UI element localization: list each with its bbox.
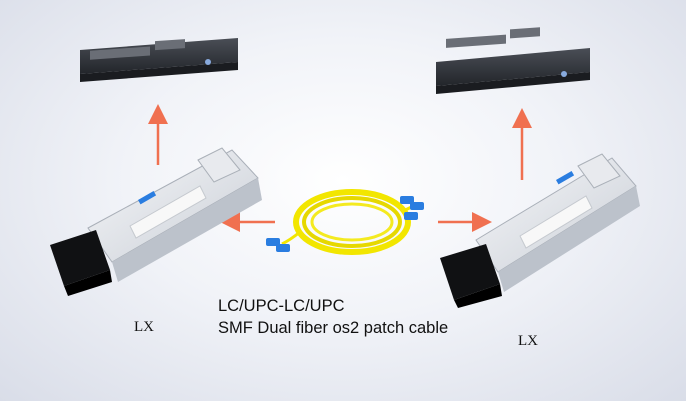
right-sfp-module [440, 153, 640, 308]
left-sfp-module [50, 147, 262, 296]
right-module-label: LX [518, 333, 538, 349]
left-lc-connector [266, 238, 290, 252]
right-lc-connector [400, 196, 424, 220]
patch-cable [281, 189, 421, 255]
left-module-label: LX [134, 319, 154, 335]
right-network-switch [436, 27, 590, 94]
left-network-switch [80, 38, 238, 82]
cable-caption-line1: LC/UPC-LC/UPC [218, 297, 345, 315]
cable-caption-line2: SMF Dual fiber os2 patch cable [218, 319, 449, 337]
